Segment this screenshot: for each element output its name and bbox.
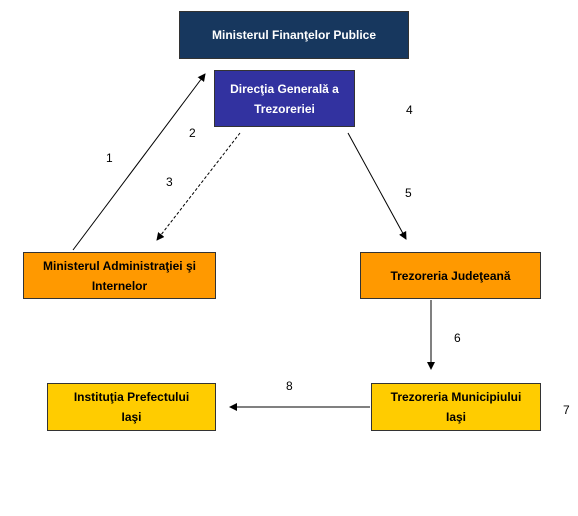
node-label-line1: Ministerul Finanţelor Publice — [211, 28, 377, 42]
node-label-line1: Direcţia Generală a — [230, 81, 339, 96]
step-number-3: 3 — [166, 175, 173, 189]
node-label-line2: Iaşi — [121, 410, 142, 424]
step-number-8: 8 — [286, 379, 293, 393]
arrow-step-3 — [156, 132, 241, 241]
node-label-line1: Instituţia Prefectului — [73, 390, 190, 404]
node-label-line2: Iaşi — [445, 410, 466, 424]
step-number-6: 6 — [454, 331, 461, 345]
arrow-step-1 — [72, 73, 206, 251]
node-trezoreria-municipiului-iasi: Trezoreria Municipiului Iaşi — [371, 383, 541, 431]
node-label-line1: Ministerul Administraţiei şi — [43, 258, 196, 273]
step-number-4: 4 — [406, 103, 413, 117]
step-number-1: 1 — [106, 151, 113, 165]
arrow-step-5 — [347, 132, 407, 240]
step-number-5: 5 — [405, 186, 412, 200]
node-label-line1: Trezoreria Judeţeană — [390, 268, 511, 283]
node-ministerul-finantelor-publice: Ministerul Finanţelor Publice — [179, 11, 409, 59]
node-label-line2: Internelor — [91, 278, 148, 293]
step-number-7: 7 — [563, 403, 570, 417]
node-ministerul-administratiei-si-internelor: Ministerul Administraţiei şi Internelor — [23, 252, 216, 299]
node-directia-generala-a-trezoreriei: Direcţia Generală a Trezoreriei — [214, 70, 355, 127]
step-number-2: 2 — [189, 126, 196, 140]
node-label-line1: Trezoreria Municipiului — [390, 390, 522, 404]
node-label-line2: Trezoreriei — [254, 101, 315, 116]
node-institutia-prefectului-iasi: Instituţia Prefectului Iaşi — [47, 383, 216, 431]
node-trezoreria-judeteana: Trezoreria Judeţeană — [360, 252, 541, 299]
